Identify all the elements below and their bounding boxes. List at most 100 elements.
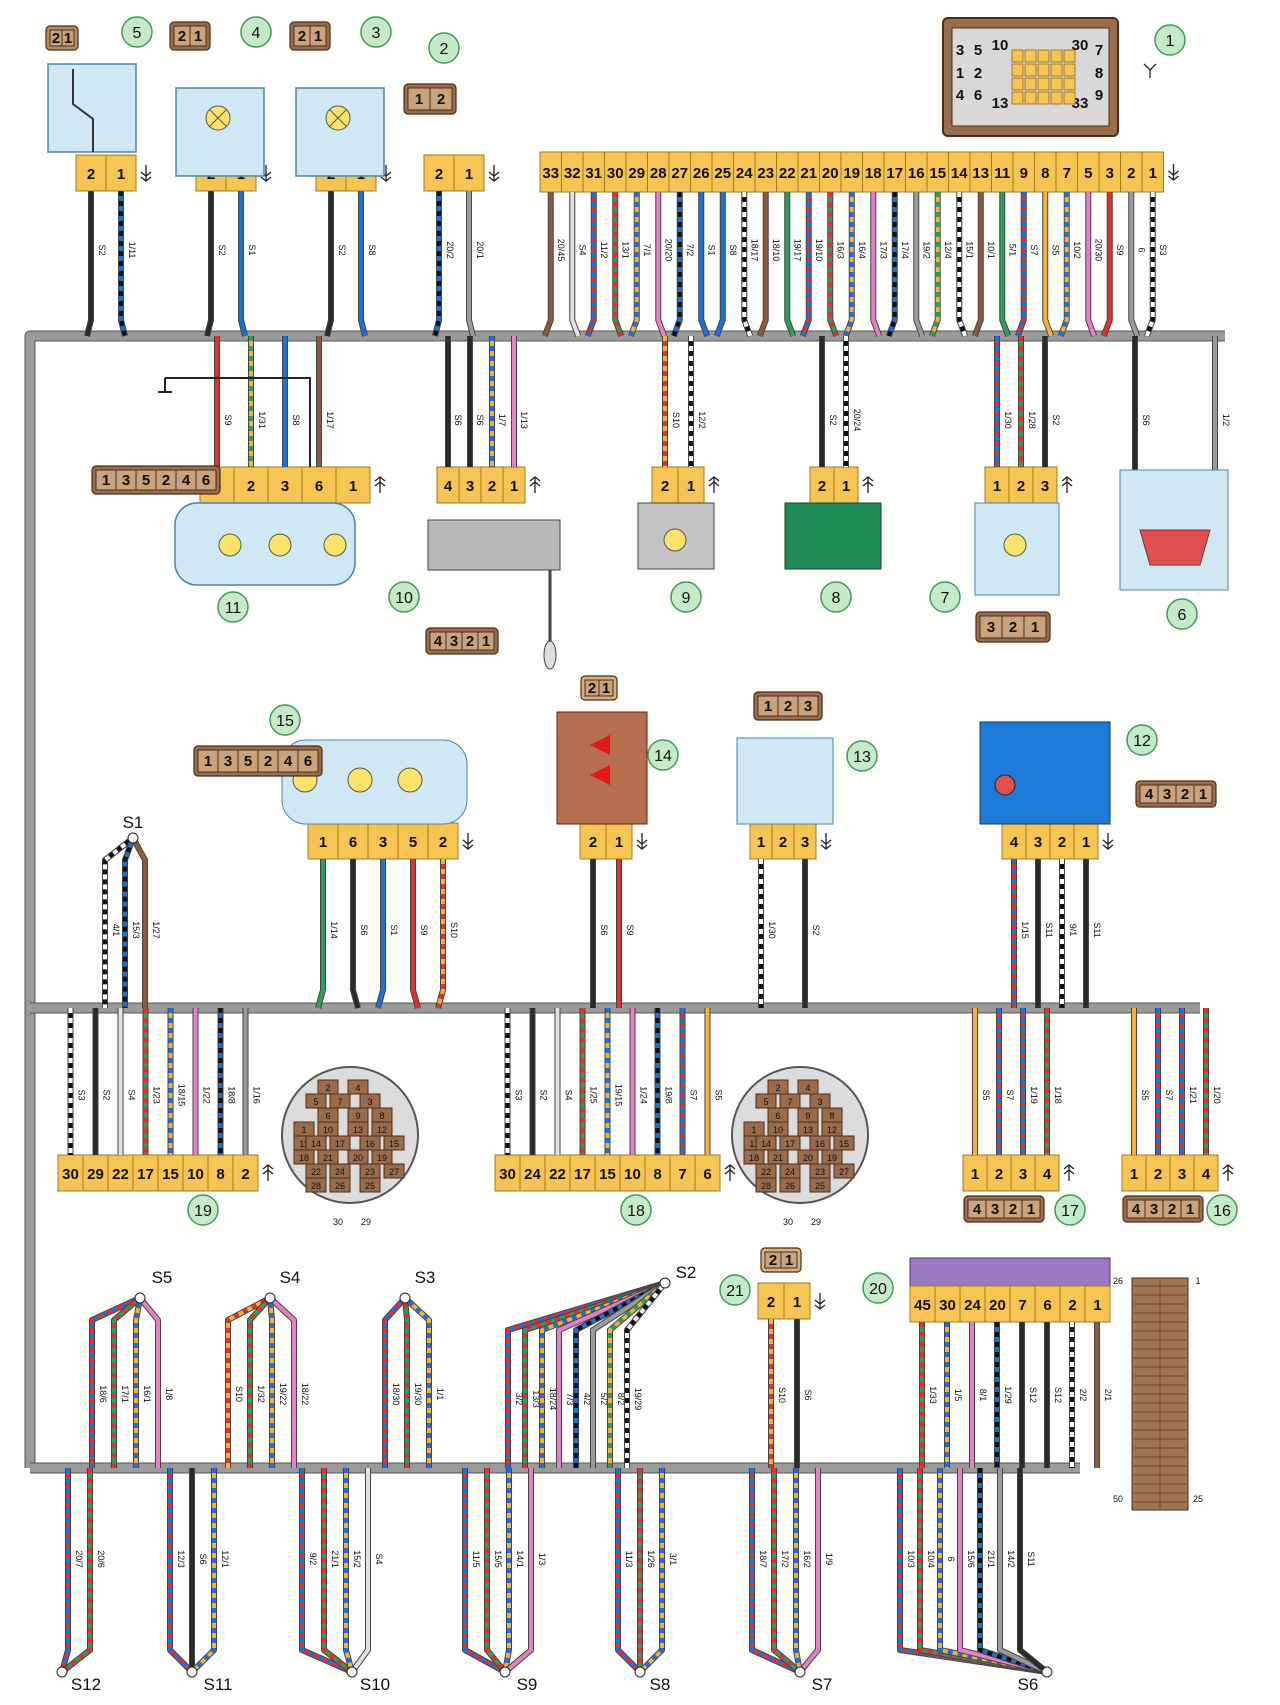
socket-number: 21 (773, 1153, 783, 1163)
plug-pin-number: 1 (1031, 619, 1039, 636)
splice-label: S9 (517, 1675, 538, 1694)
wire-label: S6 (359, 924, 369, 935)
pin-number: 45 (914, 1297, 931, 1314)
motor-icon (994, 774, 1016, 796)
plug-pin-number: 6 (304, 753, 312, 770)
plug-cell (1024, 63, 1037, 77)
socket-number: 18 (299, 1153, 309, 1163)
pin-number: 4 (444, 478, 453, 495)
pin-number: 2 (767, 1294, 775, 1311)
wire-label: 20/45 (556, 239, 566, 262)
pin-number: 1 (993, 478, 1001, 495)
wire-label: S2 (811, 924, 821, 935)
wire-label: 6 (1136, 247, 1146, 252)
pin-number: 1 (971, 1166, 979, 1183)
splice-node (499, 1666, 511, 1678)
wire (119, 191, 127, 337)
plug-number: 9 (1095, 87, 1103, 104)
wire (60, 1468, 70, 1673)
plug-face (951, 27, 1110, 127)
plug-number: 6 (974, 87, 982, 104)
wire-label: S9 (625, 924, 635, 935)
socket-cell (779, 1135, 801, 1151)
pin-number: 29 (628, 165, 645, 182)
pin-number: 30 (62, 1166, 79, 1183)
component-badge-16: 16 (1206, 1194, 1238, 1226)
wire-label: 2/1 (1103, 1389, 1113, 1402)
socket-cell (797, 1149, 819, 1165)
wire-label: S11 (1044, 922, 1054, 937)
pin-number: 8 (216, 1166, 224, 1183)
connection-arrow-icon (529, 476, 541, 493)
connector-pin (1121, 1154, 1147, 1192)
wire-label: S6 (453, 414, 463, 425)
plug-pin-number: 2 (298, 28, 306, 45)
wire-label: S6 (198, 1553, 208, 1564)
plug-pin-number: 2 (1168, 1201, 1176, 1218)
wire-label: 18/17 (749, 239, 759, 262)
wire (978, 1468, 1048, 1674)
pin-number: 3 (466, 478, 474, 495)
pin-number: 4 (1010, 834, 1019, 851)
ecu-wire (886, 192, 897, 337)
ecu-wire (914, 192, 925, 337)
pin-number: 18 (865, 165, 882, 182)
wire (615, 1468, 643, 1675)
connection-arrow-icon (140, 165, 152, 182)
pin-number: 2 (435, 166, 443, 183)
component-number: 1 (1166, 33, 1175, 50)
plug-pin-number: 2 (1009, 1201, 1017, 1218)
wire (938, 1468, 1048, 1674)
connection-arrow-icon (862, 476, 874, 493)
plug-cell (598, 679, 614, 697)
splice-node (346, 1666, 358, 1678)
socket-bottom-number: 30 (333, 1217, 343, 1227)
badge-circle (121, 16, 153, 48)
socket-number: 10 (323, 1125, 333, 1135)
badge-circle (1126, 724, 1158, 756)
lamp-icon (1003, 533, 1027, 557)
wire (300, 1468, 353, 1674)
socket-number: 15 (839, 1139, 849, 1149)
ecu-wire (871, 192, 882, 337)
socket-cell (347, 1079, 369, 1095)
pin-number: 15 (162, 1166, 179, 1183)
wire-label: 1/25 (589, 1086, 599, 1104)
pin-number: 10 (624, 1166, 641, 1183)
plug-pin-number: 1 (785, 1252, 793, 1269)
wire (322, 1468, 354, 1674)
pin-number: 2 (818, 478, 826, 495)
wire-label: 1/5 (953, 1389, 963, 1402)
plug-number: 4 (956, 87, 965, 104)
wire-label: S1 (247, 244, 257, 255)
wire-label: 15/2 (352, 1550, 362, 1568)
plug-cell (1024, 77, 1037, 91)
component-number: 19 (194, 1203, 212, 1220)
connection-arrow-icon (820, 833, 832, 850)
socket-number: 24 (335, 1167, 345, 1177)
connector-pin (1145, 1154, 1171, 1192)
socket-cell (755, 1177, 777, 1193)
component-badge-8: 8 (820, 581, 852, 613)
pin-number: 2 (1127, 165, 1135, 182)
ecu-wire (628, 192, 639, 337)
component-badge-9: 9 (670, 581, 702, 613)
plug-pin-number: 1 (1027, 1201, 1035, 1218)
wire-label: S4 (127, 1089, 137, 1100)
wire (467, 191, 475, 337)
wire (485, 1468, 507, 1674)
socket-number: 22 (311, 1167, 321, 1177)
wire (112, 1296, 142, 1468)
component-number: 9 (682, 590, 691, 607)
socket-number: 5 (763, 1097, 768, 1107)
socket-cell (305, 1177, 327, 1193)
ecu-wire (1129, 192, 1140, 337)
plug-pin-number: 2 (264, 753, 272, 770)
wire (411, 859, 420, 1009)
wire (798, 1468, 820, 1674)
connector-pin (207, 1154, 234, 1192)
